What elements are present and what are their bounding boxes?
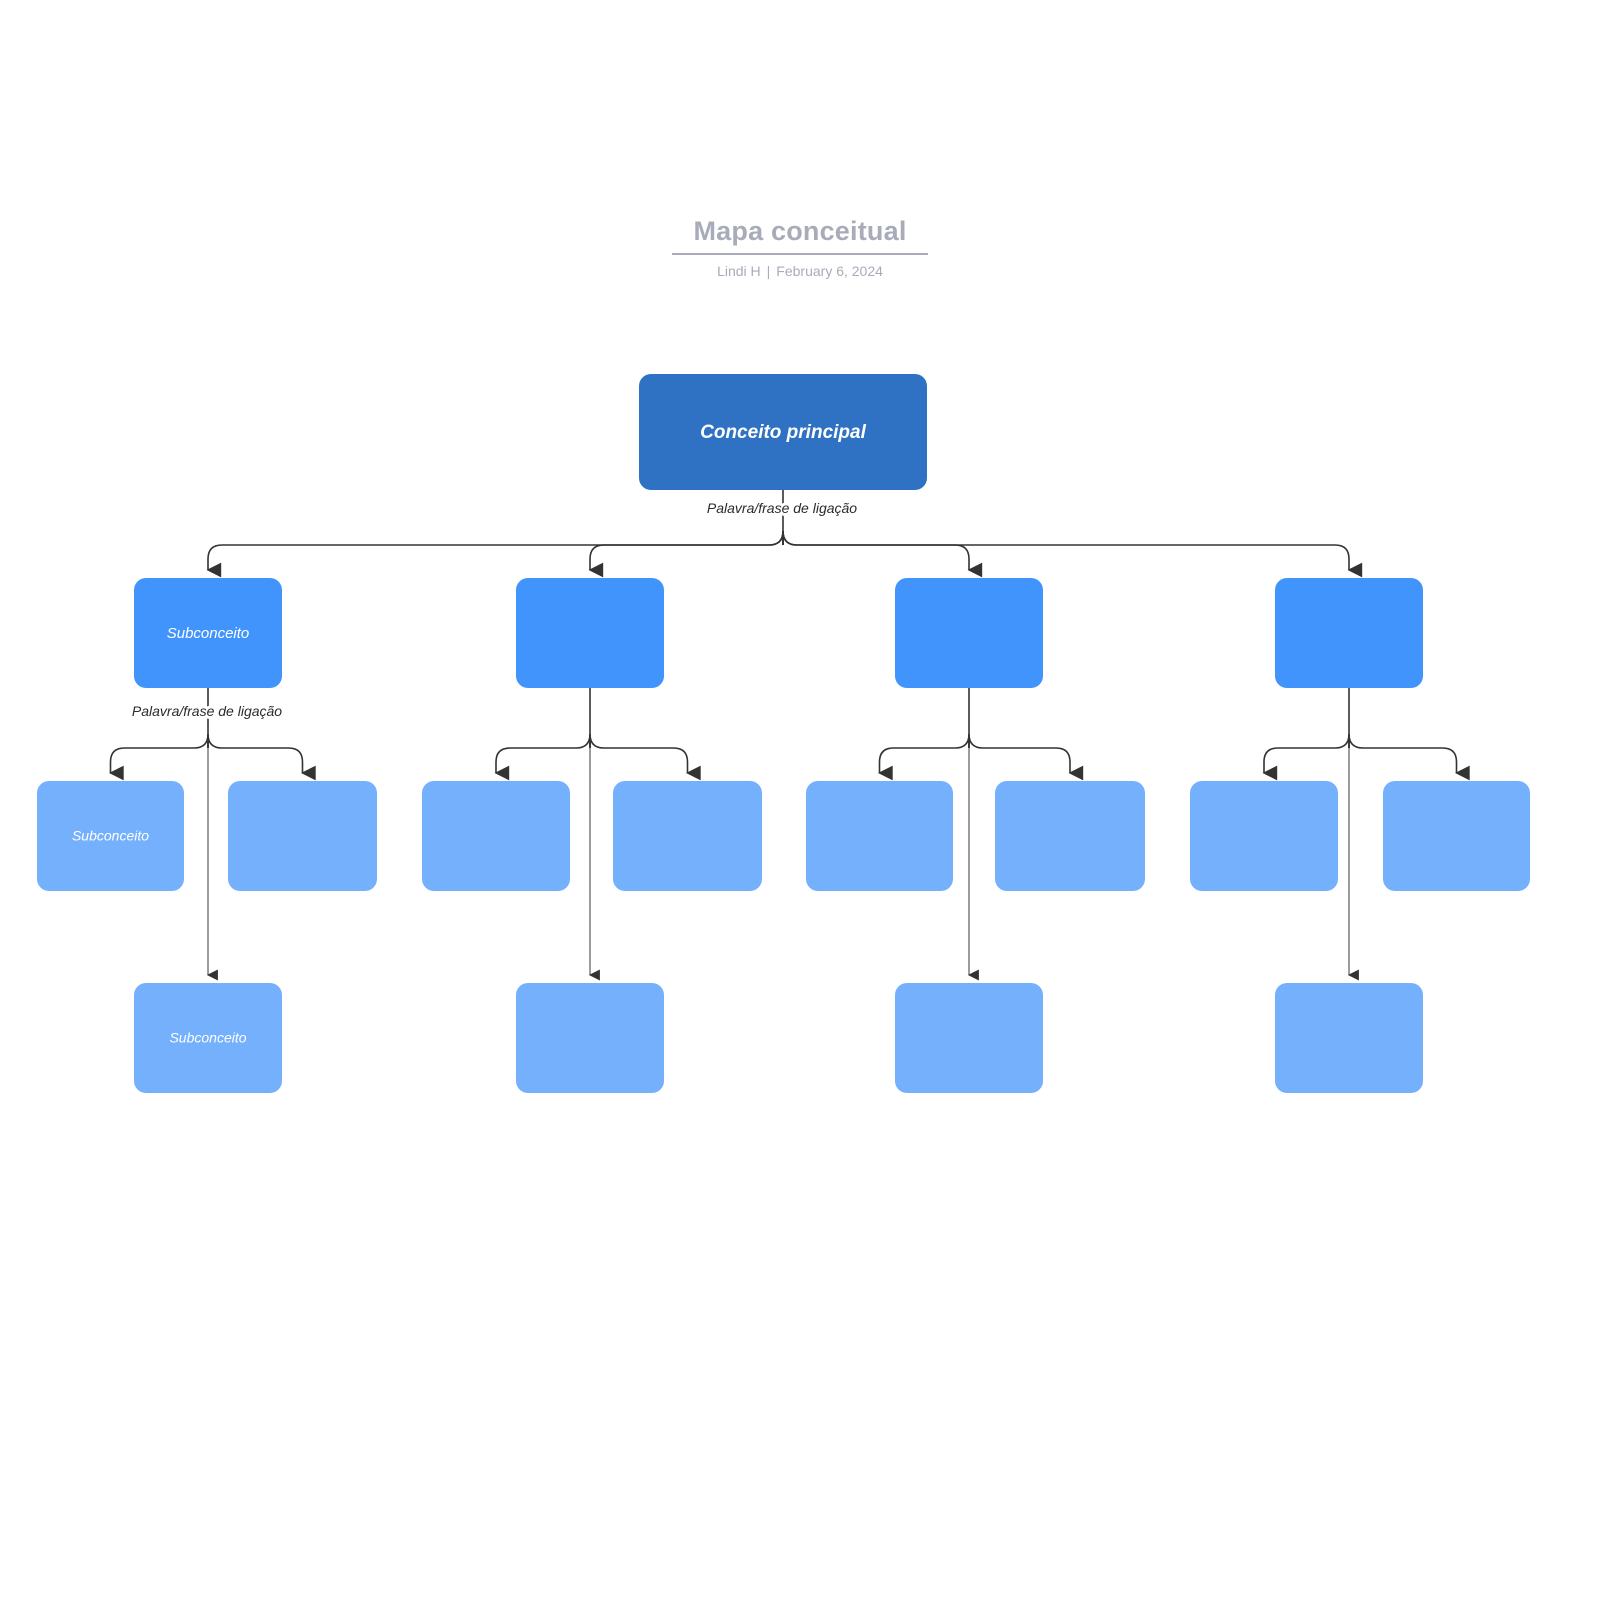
- concept-node-level4-4[interactable]: [1275, 983, 1423, 1093]
- concept-node-level4-3[interactable]: [895, 983, 1043, 1093]
- concept-node-root-label: Conceito principal: [700, 422, 866, 443]
- concept-node-level3-2[interactable]: [228, 781, 377, 891]
- concept-node-level2-3[interactable]: [895, 578, 1043, 688]
- concept-node-level4-2[interactable]: [516, 983, 664, 1093]
- connector-level2-to-level3-6: [968, 733, 1084, 781]
- connector-level2-to-level3-5: [878, 733, 970, 781]
- connector-level2-to-level3-8: [1348, 733, 1470, 781]
- link-phrase-1: Palavra/frase de ligação: [707, 500, 857, 516]
- link-phrase-halo-2: Palavra/frase de ligação: [132, 703, 282, 719]
- concept-node-level3-7[interactable]: [1190, 781, 1338, 891]
- concept-node-level4-2-shape: [516, 983, 664, 1093]
- link-phrase-halo-1: Palavra/frase de ligação: [707, 500, 857, 516]
- concept-node-level2-2-shape: [516, 578, 664, 688]
- concept-node-level2-1[interactable]: Subconceito: [134, 578, 282, 688]
- concept-node-level3-2-shape: [228, 781, 377, 891]
- connector-root-to-level2-1: [206, 530, 784, 578]
- concept-node-level3-6-shape: [995, 781, 1145, 891]
- concept-node-level2-2[interactable]: [516, 578, 664, 688]
- concept-node-level2-4[interactable]: [1275, 578, 1423, 688]
- concept-node-level3-1[interactable]: Subconceito: [37, 781, 184, 891]
- connector-layer: [109, 490, 1470, 981]
- concept-node-level3-5-shape: [806, 781, 953, 891]
- concept-node-level2-1-label: Subconceito: [167, 625, 250, 642]
- concept-node-level2-3-shape: [895, 578, 1043, 688]
- concept-node-root[interactable]: Conceito principal: [639, 374, 927, 490]
- connector-level2-to-level3-3: [494, 733, 591, 781]
- connector-level2-to-level3-7: [1262, 733, 1350, 781]
- connector-level2-to-level3-2: [207, 733, 316, 781]
- concept-node-level2-1-shape: [134, 578, 282, 688]
- concept-node-level3-3-shape: [422, 781, 570, 891]
- connector-level2-to-level3-1: [109, 733, 209, 781]
- connector-root-to-level2-4: [782, 530, 1363, 578]
- concept-node-level3-3[interactable]: [422, 781, 570, 891]
- concept-node-level4-1[interactable]: Subconceito: [134, 983, 282, 1093]
- concept-node-level3-4[interactable]: [613, 781, 762, 891]
- connector-root-to-level2-3: [782, 530, 983, 578]
- connector-level2-to-level3-4: [589, 733, 701, 781]
- connector-root-to-level2-2: [588, 530, 784, 578]
- concept-node-level4-4-shape: [1275, 983, 1423, 1093]
- concept-node-root-shape: [639, 374, 927, 490]
- concept-node-level2-4-shape: [1275, 578, 1423, 688]
- concept-node-level3-1-shape: [37, 781, 184, 891]
- node-layer: Conceito principalSubconceitoSubconceito…: [37, 374, 1530, 1093]
- concept-node-level3-1-label: Subconceito: [72, 828, 149, 844]
- concept-node-level3-7-shape: [1190, 781, 1338, 891]
- concept-node-level4-3-shape: [895, 983, 1043, 1093]
- concept-node-level3-6[interactable]: [995, 781, 1145, 891]
- concept-node-level3-4-shape: [613, 781, 762, 891]
- link-phrase-2: Palavra/frase de ligação: [132, 703, 282, 719]
- concept-node-level4-1-shape: [134, 983, 282, 1093]
- concept-node-level4-1-label: Subconceito: [169, 1030, 246, 1046]
- concept-node-level3-8-shape: [1383, 781, 1530, 891]
- concept-node-level3-5[interactable]: [806, 781, 953, 891]
- concept-node-level3-8[interactable]: [1383, 781, 1530, 891]
